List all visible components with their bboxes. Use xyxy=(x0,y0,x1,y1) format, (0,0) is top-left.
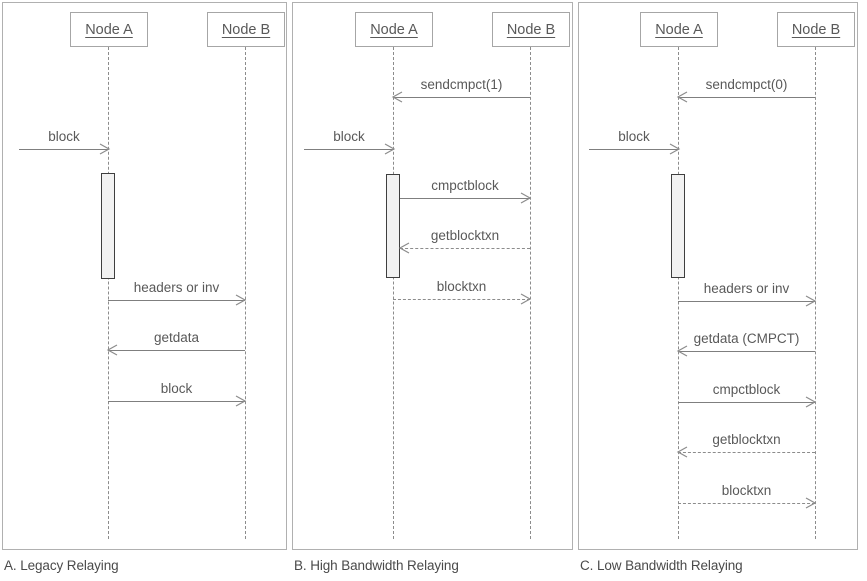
message-line xyxy=(589,149,679,150)
arrowhead-right-icon xyxy=(805,497,817,509)
message-line xyxy=(108,401,245,402)
activation-bar-node-a xyxy=(101,173,115,279)
message-line xyxy=(393,299,530,300)
participant-node-a: Node A xyxy=(640,12,718,47)
message-label: block xyxy=(160,381,193,397)
message-label: cmpctblock xyxy=(431,178,499,194)
activation-bar-node-a xyxy=(671,174,685,278)
participant-node-b: Node B xyxy=(777,12,855,47)
participant-label: Node A xyxy=(85,21,133,38)
lifeline-node-b xyxy=(530,47,531,539)
caption-panel-b: B. High Bandwidth Relaying xyxy=(294,558,459,573)
message-label: block xyxy=(333,129,365,145)
message-label: block xyxy=(618,129,650,145)
caption-panel-a: A. Legacy Relaying xyxy=(4,558,119,573)
participant-node-b: Node B xyxy=(492,12,570,47)
message-label: headers or inv xyxy=(133,280,220,296)
participant-node-b: Node B xyxy=(207,12,285,47)
participant-label: Node B xyxy=(221,21,271,38)
arrowhead-right-icon xyxy=(805,295,817,307)
arrowhead-left-icon xyxy=(398,242,410,254)
activation-bar-node-a xyxy=(386,174,400,278)
message-label: sendcmpct(0) xyxy=(705,77,788,93)
arrowhead-right-icon xyxy=(520,293,532,305)
arrowhead-left-icon xyxy=(676,345,688,357)
message-label: getblocktxn xyxy=(712,432,781,448)
message-line xyxy=(678,301,815,302)
lifeline-node-a xyxy=(108,47,109,539)
message-label: getblocktxn xyxy=(430,228,500,244)
arrowhead-right-icon xyxy=(235,395,247,407)
message-line xyxy=(678,503,815,504)
caption-panel-c: C. Low Bandwidth Relaying xyxy=(580,558,743,573)
message-label: headers or inv xyxy=(703,281,790,297)
panel-high-bandwidth-relaying: Node A Node B sendcmpct(1) block xyxy=(292,2,573,550)
message-label: blocktxn xyxy=(436,279,487,295)
message-line xyxy=(393,97,530,98)
panel-legacy-relaying: Node A Node B block headers or inv xyxy=(2,2,287,550)
message-line xyxy=(400,198,530,199)
arrowhead-right-icon xyxy=(99,143,111,155)
message-line xyxy=(400,248,530,249)
message-label: blocktxn xyxy=(721,483,772,499)
arrowhead-left-icon xyxy=(676,91,688,103)
message-label: cmpctblock xyxy=(712,382,781,398)
participant-label: Node A xyxy=(655,21,703,38)
participant-label: Node B xyxy=(506,21,556,38)
participant-label: Node B xyxy=(791,21,841,38)
arrowhead-right-icon xyxy=(805,396,817,408)
arrowhead-right-icon xyxy=(384,143,396,155)
participant-node-a: Node A xyxy=(70,12,148,47)
message-label: getdata (CMPCT) xyxy=(693,331,800,347)
arrowhead-left-icon xyxy=(391,91,403,103)
arrowhead-left-icon xyxy=(676,446,688,458)
message-label: sendcmpct(1) xyxy=(420,77,503,93)
arrowhead-right-icon xyxy=(520,192,532,204)
message-line xyxy=(304,149,394,150)
panel-low-bandwidth-relaying: Node A Node B sendcmpct(0) block xyxy=(578,2,858,550)
arrowhead-left-icon xyxy=(106,344,118,356)
message-line xyxy=(678,97,815,98)
message-label: block xyxy=(48,129,80,145)
lifeline-node-b xyxy=(815,47,816,539)
participant-label: Node A xyxy=(370,21,418,38)
message-line xyxy=(19,149,109,150)
message-line xyxy=(678,452,815,453)
message-line xyxy=(678,402,815,403)
arrowhead-right-icon xyxy=(235,294,247,306)
message-line xyxy=(108,300,245,301)
message-line xyxy=(678,351,815,352)
message-label: getdata xyxy=(153,330,200,346)
lifeline-node-b xyxy=(245,47,246,539)
participant-node-a: Node A xyxy=(355,12,433,47)
lifeline-node-a xyxy=(393,47,394,539)
message-line xyxy=(108,350,245,351)
arrowhead-right-icon xyxy=(669,143,681,155)
lifeline-node-a xyxy=(678,47,679,539)
